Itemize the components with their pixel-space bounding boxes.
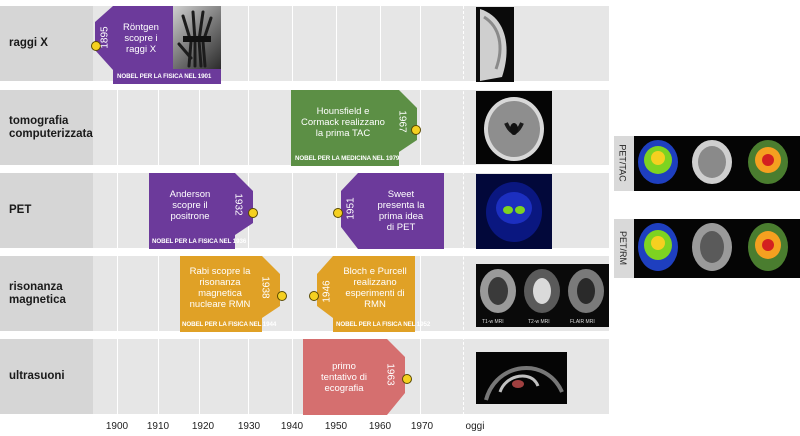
- year-dot: [333, 208, 343, 218]
- nobel-label: NOBEL PER LA FISICA NEL 1901: [117, 73, 212, 80]
- row-label-text: raggi X: [9, 37, 48, 49]
- gridline: [292, 6, 293, 415]
- xray-breast-icon: [480, 9, 507, 81]
- mammography-xray-image: [476, 7, 514, 82]
- pet-rm-scans-icon: [634, 219, 800, 278]
- event-year: 1932: [232, 193, 244, 216]
- event-hounsfield: Hounsfield e Cormack realizzano la prima…: [291, 90, 421, 167]
- mri-caption: T1-w MRI: [482, 319, 504, 325]
- nobel-label: NOBEL PER LA MEDICINA NEL 1979: [295, 155, 400, 162]
- hand-icon: [177, 10, 213, 68]
- mri-brain-icon: [480, 269, 604, 313]
- event-text: Röntgen scopre i raggi X: [123, 21, 159, 55]
- pet-tac-panel: PET/TAC: [614, 136, 800, 191]
- nobel-label: NOBEL PER LA FISICA NEL 1944: [182, 321, 277, 328]
- pet-scan-image: [476, 174, 552, 249]
- axis-tick-label: 1960: [368, 421, 392, 432]
- event-shape: [341, 173, 444, 249]
- row-label-text: tomografia computerizzata: [9, 114, 93, 140]
- axis-tick-label: 1950: [324, 421, 348, 432]
- mri-caption: FLAIR MRI: [570, 319, 595, 325]
- event-year: 1946: [321, 280, 333, 303]
- event-year: 1938: [259, 276, 271, 299]
- axis-tick-label: 1910: [146, 421, 170, 432]
- event-text: Bloch e Purcell realizzano esperimenti d…: [343, 266, 407, 310]
- axis-tick-label: oggi: [465, 421, 485, 432]
- event-text: Hounsfield e Cormack realizzano la prima…: [301, 105, 385, 139]
- year-dot: [277, 291, 287, 301]
- event-text: Anderson scopre il positrone: [169, 188, 211, 222]
- ultrasound-fetus-icon: [484, 366, 564, 401]
- ct-scan-image: [476, 91, 552, 164]
- year-dot: [402, 374, 412, 384]
- ct-brain-icon: [484, 97, 544, 161]
- gridline-dashed: [463, 6, 464, 415]
- pet-brain-icon: [486, 182, 542, 242]
- event-year: 1967: [396, 110, 408, 133]
- year-dot: [309, 291, 319, 301]
- event-ecografia: primo tentativo di ecografia 1963: [303, 339, 415, 416]
- event-text: Sweet presenta la prima idea di PET: [377, 189, 425, 233]
- event-shape: [149, 173, 253, 249]
- row-label: ultrasuoni: [0, 339, 93, 414]
- event-text: Rabi scopre la risonanza magnetica nucle…: [189, 266, 251, 310]
- event-shape: [303, 339, 405, 415]
- nobel-label: NOBEL PER LA FISICA NEL 1936: [152, 238, 247, 245]
- axis-tick-label: 1900: [105, 421, 129, 432]
- ultrasound-image: [476, 352, 567, 404]
- event-anderson: Anderson scopre il positrone 1932 NOBEL …: [149, 173, 261, 250]
- pet-rm-panel: PET/RM: [614, 219, 800, 278]
- nobel-label: NOBEL PER LA FISICA NEL 1952: [336, 321, 431, 328]
- event-shape: [291, 90, 417, 166]
- row-label-text: PET: [9, 204, 32, 216]
- event-year: 1963: [384, 363, 396, 386]
- row-label: PET: [0, 173, 93, 248]
- mri-scan-image: T1-w MRI T2-w MRI FLAIR MRI: [476, 264, 609, 327]
- event-rabi: Rabi scopre la risonanza magnetica nucle…: [180, 256, 288, 333]
- event-year: 1895: [99, 26, 111, 49]
- event-year: 1951: [345, 197, 357, 220]
- axis-tick-label: 1920: [191, 421, 215, 432]
- event-sweet: 1951 Sweet presenta la prima idea di PET: [333, 173, 444, 250]
- event-bloch-purcell: 1946 Bloch e Purcell realizzano esperime…: [309, 256, 430, 333]
- row-label-text: ultrasuoni: [9, 370, 65, 382]
- row-label: risonanza magnetica: [0, 256, 93, 331]
- event-rontgen: 1895 Röntgen scopre i raggi X NOBEL PER …: [91, 6, 221, 86]
- event-shape: [180, 256, 280, 332]
- xray-hand-image: [173, 6, 221, 69]
- pet-tac-scans-icon: [634, 136, 800, 191]
- axis-tick-label: 1930: [237, 421, 261, 432]
- row-label: raggi X: [0, 6, 93, 81]
- event-shape: [317, 256, 415, 332]
- axis-tick-label: 1940: [280, 421, 304, 432]
- row-label: tomografia computerizzata: [0, 90, 93, 165]
- year-dot: [248, 208, 258, 218]
- year-dot: [91, 41, 101, 51]
- axis-tick-label: 1970: [410, 421, 434, 432]
- event-text: primo tentativo di ecografia: [321, 360, 367, 394]
- gridline: [117, 6, 118, 415]
- row-label-text: risonanza magnetica: [9, 280, 66, 306]
- mri-caption: T2-w MRI: [528, 319, 550, 325]
- year-dot: [411, 125, 421, 135]
